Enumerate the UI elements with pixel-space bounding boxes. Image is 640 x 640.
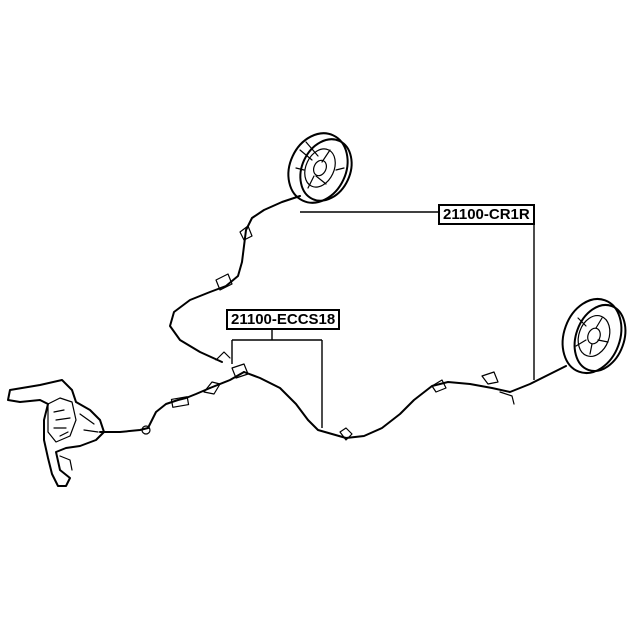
lower-brake-drum <box>561 298 627 374</box>
part-label-21100-cr1r: 21100-CR1R <box>438 204 535 225</box>
front-cable <box>141 381 221 435</box>
parking-brake-lever <box>7 379 149 487</box>
upper-brake-drum <box>287 132 353 204</box>
upper-rear-cable <box>169 195 301 363</box>
lower-rear-cable <box>243 365 567 441</box>
part-label-21100-eccs18: 21100-ECCS18 <box>226 309 341 330</box>
leader-lines <box>231 211 535 428</box>
